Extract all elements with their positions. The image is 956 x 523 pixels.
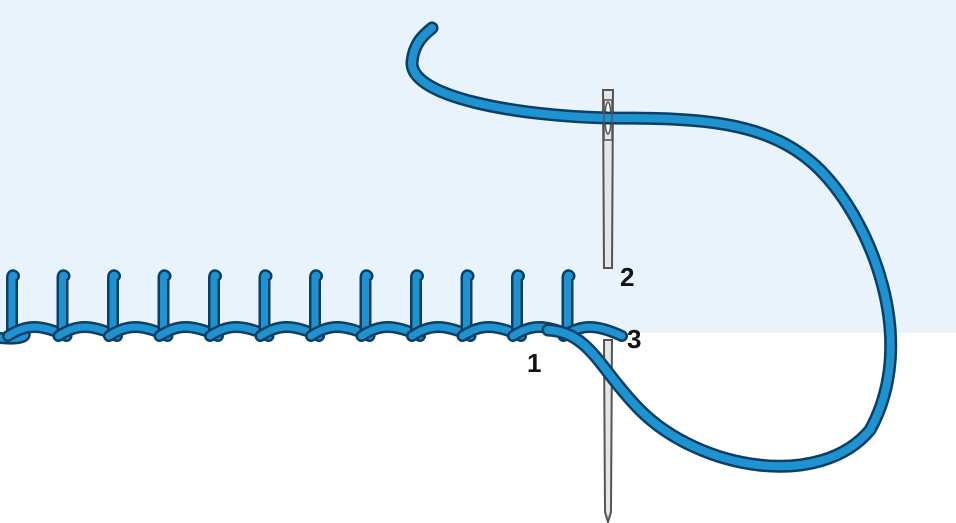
point-label-3: 3 <box>627 324 641 354</box>
stitch-vertical-5 <box>214 275 216 332</box>
stitch-vertical-7 <box>315 275 317 332</box>
stitch-vertical-1 <box>12 275 14 332</box>
stitch-vertical-11 <box>517 275 519 332</box>
stitch-vertical-4 <box>164 275 166 332</box>
stitch-vertical-10 <box>467 275 469 332</box>
point-label-1: 1 <box>527 348 541 378</box>
stitch-vertical-8 <box>366 275 368 332</box>
stitch-vertical-3 <box>113 275 115 332</box>
point-label-2: 2 <box>620 262 634 292</box>
stitch-vertical-12 <box>568 275 570 332</box>
fabric-lower-area <box>0 333 956 523</box>
stitch-vertical-2 <box>63 275 65 332</box>
stitch-vertical-6 <box>265 275 267 332</box>
stitch-vertical-9 <box>416 275 418 332</box>
